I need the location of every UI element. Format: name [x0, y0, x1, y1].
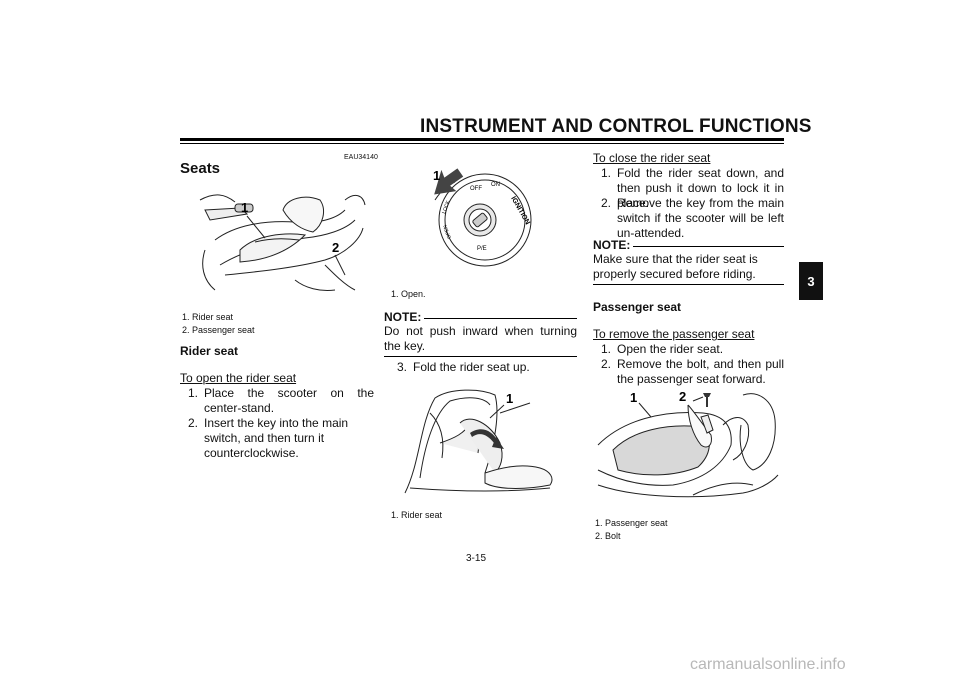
- fig-label-1: 1: [506, 391, 513, 406]
- note-label: NOTE:: [384, 310, 422, 324]
- step-text: Open the rider seat.: [617, 342, 724, 356]
- step-number: 1.: [601, 342, 612, 356]
- close-step-2: 2. Remove the key from the main switch i…: [601, 196, 784, 241]
- caption-rider-seat: 1. Rider seat: [182, 312, 234, 322]
- note-rule-bottom: [593, 284, 784, 285]
- procedure-close-title: To close the rider seat: [593, 151, 711, 165]
- page-header-title: INSTRUMENT AND CONTROL FUNCTIONS: [420, 116, 812, 137]
- switch-open-label: OPEN: [442, 224, 453, 240]
- caption-open: 1. Open.: [391, 289, 426, 299]
- step-text: Place the scooter on the center-stand.: [204, 386, 374, 415]
- open-step-3: 3. Fold the rider seat up.: [384, 360, 577, 375]
- main-switch-illustration: OFF ON IGNITION LOCK OPEN P/E 1: [433, 168, 532, 267]
- section-heading: Seats: [180, 160, 221, 177]
- step-number: 1.: [188, 386, 199, 400]
- figure-captions: 1. Rider seat 2. Passenger seat: [182, 311, 255, 337]
- remove-step-2: 2. Remove the bolt, and then pull the pa…: [601, 357, 784, 387]
- remove-step-1: 1. Open the rider seat.: [601, 342, 784, 357]
- step-text: Fold the rider seat up.: [413, 360, 530, 374]
- note-rule-bottom: [384, 356, 577, 357]
- footer-watermark[interactable]: carmanualsonline.info: [690, 656, 846, 673]
- caption-passenger-seat: 2. Passenger seat: [182, 325, 255, 335]
- section-code: EAU34140: [344, 154, 378, 161]
- fig-label-1: 1: [241, 200, 248, 215]
- step-text: Remove the bolt, and then pull the passe…: [617, 357, 784, 386]
- passenger-seat-illustration: 1 2: [597, 389, 779, 498]
- figure-captions: 1. Passenger seat 2. Bolt: [595, 517, 668, 543]
- bolt-icon: [703, 393, 711, 407]
- header-rule-thick: [180, 138, 784, 141]
- seats-illustration: 1 2: [199, 194, 366, 291]
- step-number: 1.: [601, 166, 612, 180]
- switch-off-label: OFF: [470, 186, 482, 192]
- step-text: Remove the key from the main switch if t…: [617, 196, 784, 240]
- open-step-2: 2. Insert the key into the main switch, …: [188, 416, 374, 461]
- page-number: 3-15: [466, 553, 487, 564]
- switch-lock-label: LOCK: [441, 199, 452, 214]
- step-number: 2.: [601, 196, 612, 210]
- switch-pe-label: P/E: [477, 246, 487, 252]
- chapter-tab: 3: [799, 262, 823, 300]
- procedure-open-title: To open the rider seat: [180, 371, 297, 385]
- step-number: 2.: [188, 416, 199, 430]
- caption-bolt: 2. Bolt: [595, 531, 621, 541]
- fig-label-2: 2: [332, 240, 339, 255]
- step-text: Insert the key into the main switch, and…: [204, 416, 349, 460]
- note-rule-top: [633, 246, 784, 247]
- switch-on-label: ON: [491, 182, 500, 188]
- open-step-1: 1. Place the scooter on the center-stand…: [188, 386, 374, 416]
- rider-seat-open-illustration: 1: [404, 389, 553, 494]
- caption-passenger-seat: 1. Passenger seat: [595, 518, 668, 528]
- subheading-rider-seat: Rider seat: [180, 344, 239, 358]
- close-step-1: 1. Fold the rider seat down, and then pu…: [601, 166, 784, 211]
- fig-label-2: 2: [679, 389, 686, 404]
- fig-label-1: 1: [433, 168, 440, 183]
- header-rule-thin: [180, 143, 784, 144]
- step-number: 3.: [397, 360, 408, 374]
- step-text: Fold the rider seat down, and then push …: [617, 166, 784, 210]
- subheading-passenger-seat: Passenger seat: [593, 300, 682, 314]
- note-label: NOTE:: [593, 238, 631, 252]
- procedure-remove-title: To remove the passenger seat: [593, 327, 755, 341]
- fig-label-1: 1: [630, 390, 637, 405]
- note-text: Do not push inward when turning the key.: [384, 324, 577, 353]
- caption-rider-seat-open: 1. Rider seat: [391, 510, 443, 520]
- step-number: 2.: [601, 357, 612, 371]
- note-rule-top: [424, 318, 577, 319]
- note-text: Make sure that the rider seat is properl…: [593, 252, 758, 281]
